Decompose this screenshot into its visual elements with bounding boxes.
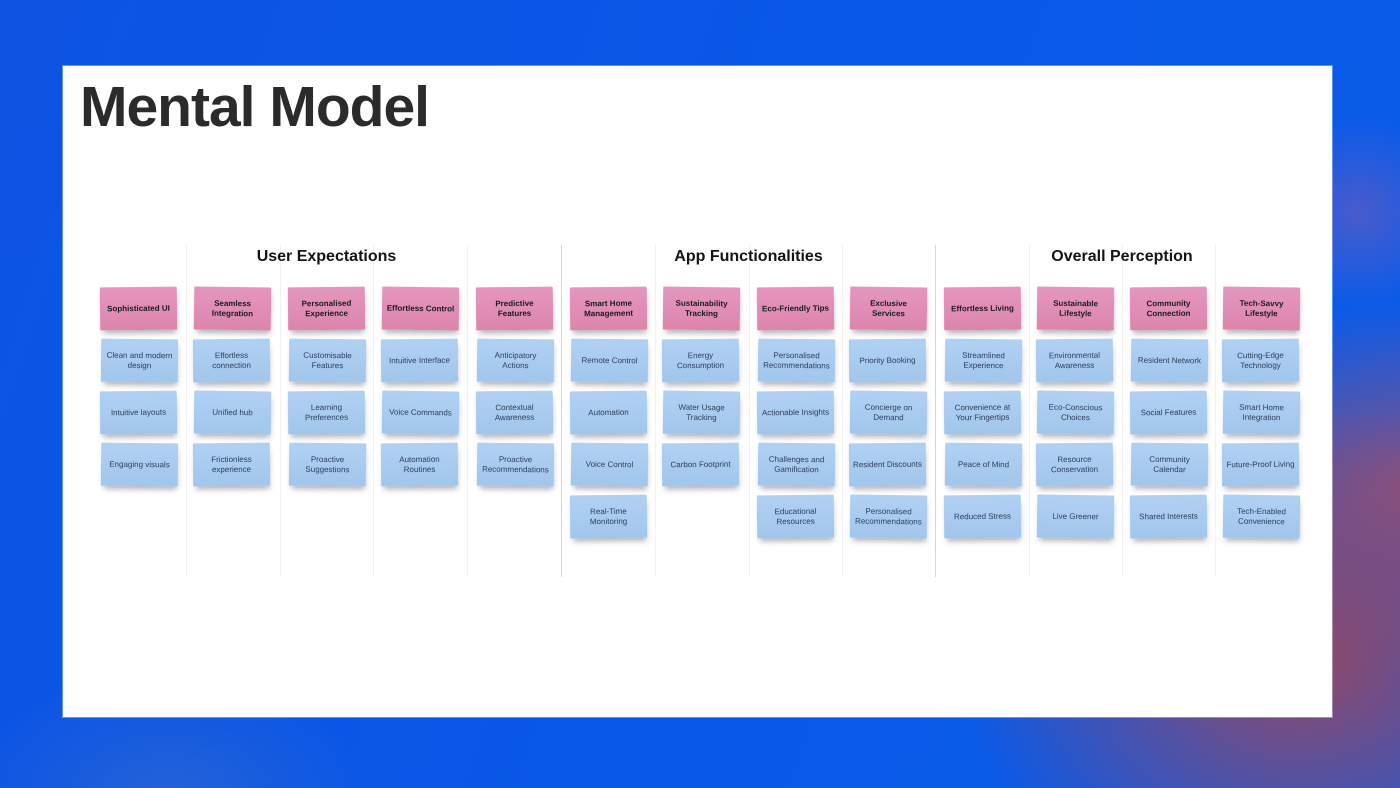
sticky-note[interactable]: Voice Control [570, 442, 649, 487]
sections-row: User Expectations Sophisticated UI Clean … [63, 245, 1332, 577]
sticky-note-header[interactable]: Sustainable Lifestyle [1036, 286, 1115, 331]
sticky-note[interactable]: Peace of Mind [944, 442, 1023, 487]
sticky-note[interactable]: Energy Consumption [662, 338, 740, 383]
sticky-note[interactable]: Resource Conservation [1035, 442, 1114, 487]
sticky-note-header[interactable]: Personalised Experience [287, 286, 366, 331]
sticky-note[interactable]: Unified hub [193, 390, 272, 435]
sticky-note[interactable]: Clean and modern design [101, 338, 179, 383]
sticky-note[interactable]: Resident Discounts [848, 442, 927, 487]
sticky-note[interactable]: Tech-Enabled Convenience [1222, 494, 1301, 539]
sticky-note[interactable]: Reduced Stress [943, 494, 1022, 539]
sticky-note[interactable]: Contextual Awareness [475, 390, 553, 435]
sticky-note[interactable]: Engaging visuals [101, 442, 179, 487]
board-title: Mental Model [80, 75, 430, 139]
section-title: User Expectations [256, 248, 397, 265]
sticky-note[interactable]: Customisable Features [288, 338, 367, 383]
sticky-note[interactable]: Convenience at Your Fingertips [943, 390, 1022, 435]
sticky-note[interactable]: Smart Home Integration [1222, 390, 1301, 435]
sticky-note[interactable]: Eco-Conscious Choices [1036, 390, 1115, 435]
sticky-note[interactable]: Real-Time Monitoring [569, 494, 648, 539]
sticky-note[interactable]: Frictionless experience [193, 442, 271, 487]
section-app-functionalities: App Functionalities Smart Home Managemen… [561, 245, 935, 577]
sticky-note[interactable]: Future-Proof Living [1221, 442, 1300, 487]
sticky-note-header[interactable]: Effortless Living [943, 286, 1022, 331]
sticky-note[interactable]: Learning Preferences [287, 390, 366, 435]
sticky-note-header[interactable]: Eco-Friendly Tips [756, 286, 834, 331]
sticky-note[interactable]: Automation [569, 390, 648, 435]
sticky-note[interactable]: Resident Network [1130, 338, 1209, 383]
sticky-note-header[interactable]: Smart Home Management [569, 286, 648, 331]
sticky-note-header[interactable]: Effortless Control [381, 286, 460, 331]
sticky-note[interactable]: Proactive Suggestions [288, 442, 367, 487]
sticky-note[interactable]: Personalised Recommendations [849, 494, 928, 539]
sticky-note[interactable]: Remote Control [570, 338, 649, 383]
sticky-note[interactable]: Environmental Awareness [1035, 338, 1114, 383]
sticky-note[interactable]: Effortless connection [193, 338, 271, 383]
sticky-note[interactable]: Intuitive Interface [380, 338, 458, 383]
sticky-note[interactable]: Voice Commands [381, 390, 460, 435]
sticky-note[interactable]: Social Features [1129, 390, 1208, 435]
sticky-note[interactable]: Shared Interests [1129, 494, 1208, 539]
sticky-note[interactable]: Live Greener [1036, 494, 1115, 539]
sticky-note[interactable]: Challenges and Gamification [757, 442, 835, 487]
sticky-note-header[interactable]: Predictive Features [475, 286, 553, 331]
sticky-note[interactable]: Priority Booking [848, 338, 927, 383]
sticky-note-header[interactable]: Tech-Savvy Lifestyle [1222, 286, 1301, 331]
sticky-note[interactable]: Personalised Recommendations [757, 338, 835, 383]
sticky-note[interactable]: Intuitive layouts [100, 390, 178, 435]
sticky-note[interactable]: Cutting-Edge Technology [1221, 338, 1300, 383]
section-title: App Functionalities [674, 248, 823, 265]
sticky-note[interactable]: Community Calendar [1130, 442, 1209, 487]
sticky-note[interactable]: Actionable Insights [756, 390, 834, 435]
sticky-note[interactable]: Water Usage Tracking [663, 390, 741, 435]
sticky-note-header[interactable]: Sophisticated UI [100, 286, 178, 331]
sticky-note-header[interactable]: Seamless Integration [193, 286, 272, 331]
sticky-note-header[interactable]: Exclusive Services [849, 286, 928, 331]
sticky-note[interactable]: Proactive Recommendations [476, 442, 554, 487]
board-canvas: Mental Model User Expectations Sophistic… [63, 66, 1332, 717]
sticky-note[interactable]: Educational Resources [756, 494, 834, 539]
sticky-note-header[interactable]: Sustainability Tracking [663, 286, 741, 331]
section-user-expectations: User Expectations Sophisticated UI Clean … [92, 245, 561, 577]
sticky-note[interactable]: Carbon Footprint [662, 442, 740, 487]
sticky-note[interactable]: Concierge on Demand [849, 390, 928, 435]
sticky-note[interactable]: Automation Routines [380, 442, 458, 487]
sticky-note[interactable]: Anticipatory Actions [476, 338, 554, 383]
sticky-note[interactable]: Streamlined Experience [944, 338, 1023, 383]
section-title: Overall Perception [1051, 248, 1193, 265]
sticky-note-header[interactable]: Community Connection [1129, 286, 1208, 331]
